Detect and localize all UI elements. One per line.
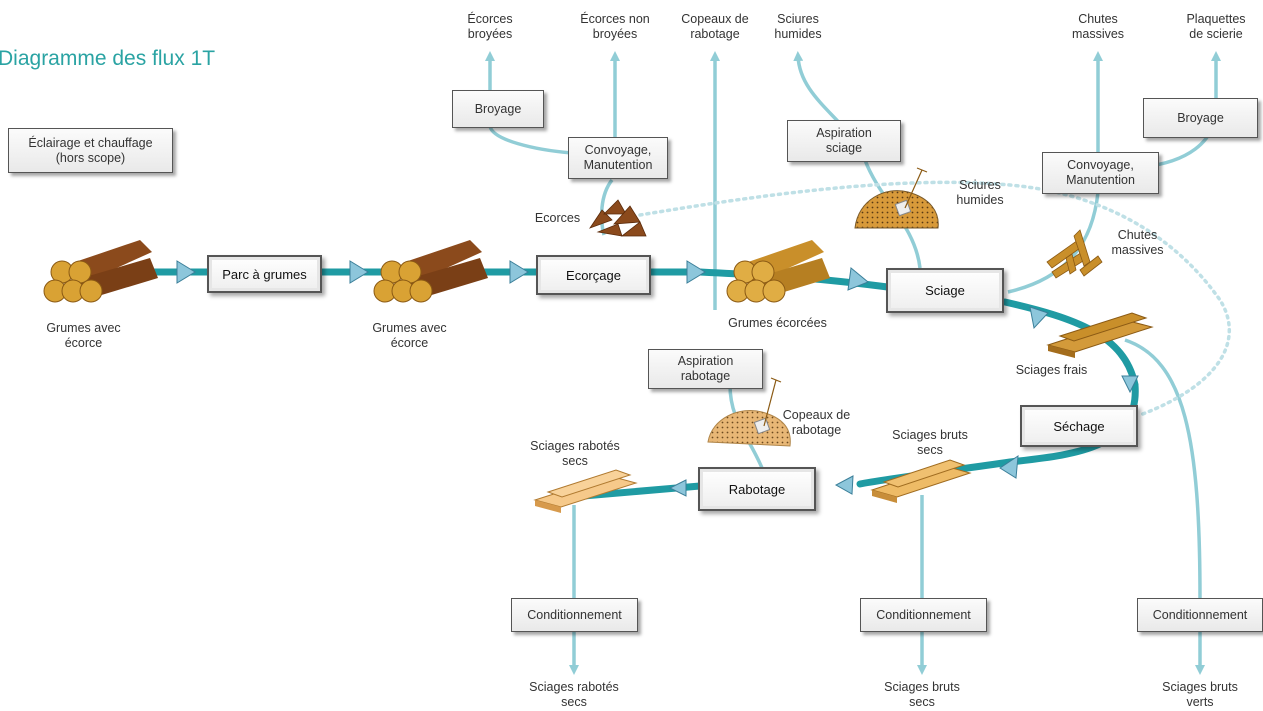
label-sciages-rabotes-secs: Sciages rabotés secs: [530, 439, 620, 468]
planing-chips-pile-icon: [707, 377, 791, 447]
process-sechage: Séchage: [1020, 405, 1138, 447]
arrow-2: [349, 260, 369, 284]
arrow-1: [176, 260, 196, 284]
output-copeaux-rabotage: Copeaux de rabotage: [681, 12, 749, 41]
output-ecorces-broyees: Écorces broyées: [467, 12, 513, 41]
label-ecorces: Ecorces: [534, 211, 581, 225]
output-sciages-bruts-secs: Sciages bruts secs: [884, 680, 960, 709]
bark-pile-icon: [588, 199, 647, 237]
flow-to-sciures-humides: [793, 51, 922, 269]
dotted-energy-loop: [638, 180, 1231, 417]
arrow-10: [668, 479, 687, 497]
box-conditionnement-1: Conditionnement: [511, 598, 638, 632]
flow-chutes-up: [1007, 51, 1103, 294]
arrow-4: [686, 260, 706, 284]
box-eclairage-chauffage: Éclairage et chauffage (hors scope): [8, 128, 173, 173]
dry-planed-timber-icon: [533, 469, 638, 513]
arrow-8: [999, 455, 1019, 479]
box-broyage-left: Broyage: [452, 90, 544, 128]
box-conditionnement-2: Conditionnement: [860, 598, 987, 632]
fresh-sawn-timber-icon: [1046, 312, 1154, 358]
output-sciages-bruts-verts: Sciages bruts verts: [1162, 680, 1238, 709]
logs-with-bark-2: [373, 240, 488, 303]
arrow-9: [834, 475, 854, 495]
dry-rough-timber-icon: [870, 459, 972, 503]
box-aspiration-rabotage: Aspiration rabotage: [648, 349, 763, 389]
arrow-7: [1121, 375, 1139, 394]
box-convoyage-right: Convoyage, Manutention: [1042, 152, 1159, 194]
page-title: Diagramme des flux 1T: [0, 47, 216, 70]
label-sciures-humides: Sciures humides: [956, 178, 1004, 207]
arrow-6: [1029, 306, 1049, 330]
output-chutes-massives: Chutes massives: [1071, 12, 1125, 41]
process-sciage: Sciage: [886, 268, 1004, 313]
arrow-3: [509, 260, 529, 284]
logs-with-bark-1: [43, 240, 158, 303]
label-copeaux-rabotage: Copeaux de rabotage: [782, 408, 851, 437]
massive-offcuts-icon: [1046, 229, 1103, 279]
label-chutes-massives: Chutes massives: [1111, 228, 1164, 257]
flow-arrows: [176, 260, 1139, 497]
process-parc-a-grumes: Parc à grumes: [207, 255, 322, 293]
label-grumes-ecorce-1: Grumes avec écorce: [46, 321, 121, 350]
process-ecorcage: Ecorçage: [536, 255, 651, 295]
label-grumes-ecorce-2: Grumes avec écorce: [372, 321, 447, 350]
box-aspiration-sciage: Aspiration sciage: [787, 120, 901, 162]
box-convoyage-left: Convoyage, Manutention: [568, 137, 668, 179]
label-sciages-bruts-secs: Sciages bruts secs: [892, 428, 968, 457]
output-plaquettes-scierie: Plaquettes de scierie: [1186, 12, 1246, 41]
label-grumes-ecorcees: Grumes écorcées: [728, 316, 827, 330]
box-broyage-right: Broyage: [1143, 98, 1258, 138]
output-sciages-rabotes-secs: Sciages rabotés secs: [529, 680, 619, 709]
flow-to-conditionnement-3: [1124, 338, 1202, 599]
box-conditionnement-3: Conditionnement: [1137, 598, 1263, 632]
arrow-5: [847, 267, 869, 291]
label-sciages-frais: Sciages frais: [1015, 363, 1088, 377]
wet-sawdust-pile-icon: [854, 167, 939, 229]
output-ecorces-non-broyees: Écorces non broyées: [580, 12, 650, 41]
output-sciures-humides: Sciures humides: [774, 12, 822, 41]
peeled-logs: [726, 240, 830, 303]
process-rabotage: Rabotage: [698, 467, 816, 511]
